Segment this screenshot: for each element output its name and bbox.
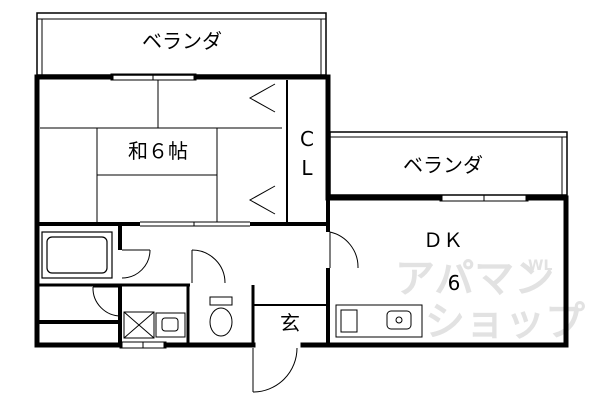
label-dk-size: 6	[448, 271, 461, 295]
veranda-top	[36, 12, 327, 76]
washbasin	[123, 311, 186, 339]
closet-door-marks	[248, 83, 276, 215]
bathtub	[41, 231, 113, 279]
watermark-wl: WL	[528, 258, 552, 274]
doors	[92, 231, 359, 393]
label-dk: ＤＫ	[423, 228, 463, 252]
tatami-pattern	[40, 80, 282, 227]
label-veranda-right: ベランダ	[403, 153, 483, 177]
outer-walls	[34, 74, 569, 348]
kitchen-counter	[335, 304, 423, 338]
label-veranda-top: ベランダ	[142, 29, 222, 53]
toilet	[209, 296, 233, 337]
windows	[110, 73, 529, 349]
interior-walls	[37, 80, 330, 345]
label-closet-l: L	[301, 156, 313, 180]
label-washitsu: 和６帖	[128, 139, 188, 163]
label-closet-c: C	[300, 127, 314, 151]
watermark-line1: アパマン	[395, 256, 554, 302]
watermark: アパマン ショップ WL	[395, 256, 585, 345]
watermark-line2: ショップ	[425, 299, 585, 345]
label-genkan: 玄	[280, 311, 300, 335]
